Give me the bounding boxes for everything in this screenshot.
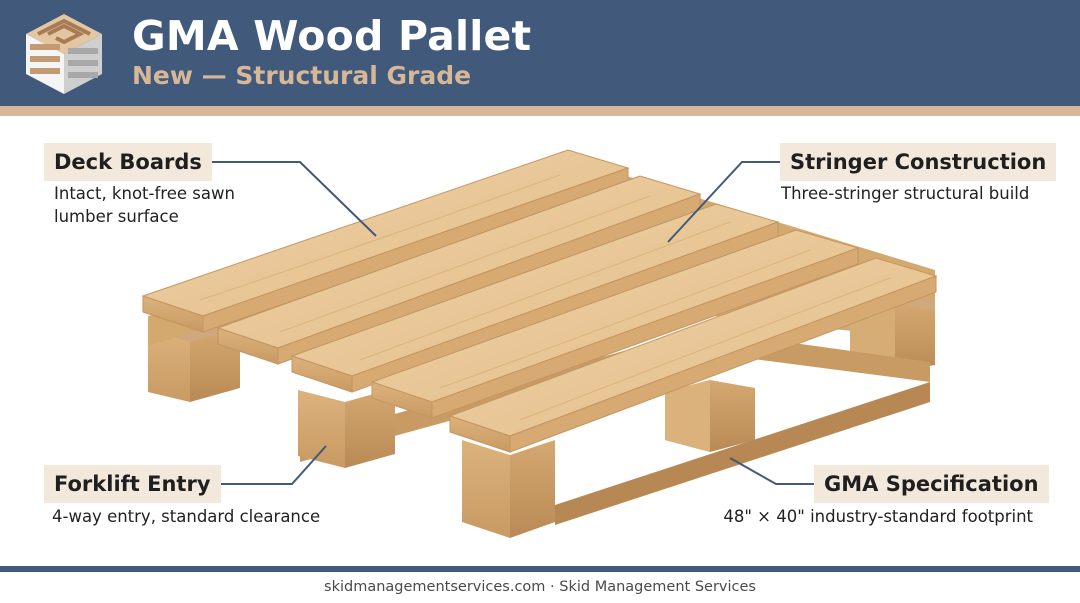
forklift-entry-description: 4-way entry, standard clearance [52,507,321,526]
deck-boards-label: Deck Boards [44,143,212,181]
stringer-construction-description: Three-stringer structural build [781,184,1030,203]
header-bar [0,0,1080,106]
gma-specification-label: GMA Specification [814,465,1049,503]
pallet-cube-logo-icon [26,14,102,94]
deck-boards-desc-line-1: Intact, knot-free sawn [54,184,235,203]
page-subtitle: New — Structural Grade [132,61,472,90]
footer-bar [0,566,1080,572]
forklift-entry-label: Forklift Entry [44,465,221,503]
gma-specification-description: 48" × 40" industry-standard footprint [723,507,1033,526]
header-accent-stripe [0,106,1080,116]
deck-boards-desc-line-2: lumber surface [54,207,179,226]
page-title: GMA Wood Pallet [132,12,532,60]
footer-credit: skidmanagementservices.com · Skid Manage… [324,579,756,595]
stringer-construction-label: Stringer Construction [780,143,1057,181]
deck-boards-description: Intact, knot-free sawn lumber surface [54,182,235,228]
